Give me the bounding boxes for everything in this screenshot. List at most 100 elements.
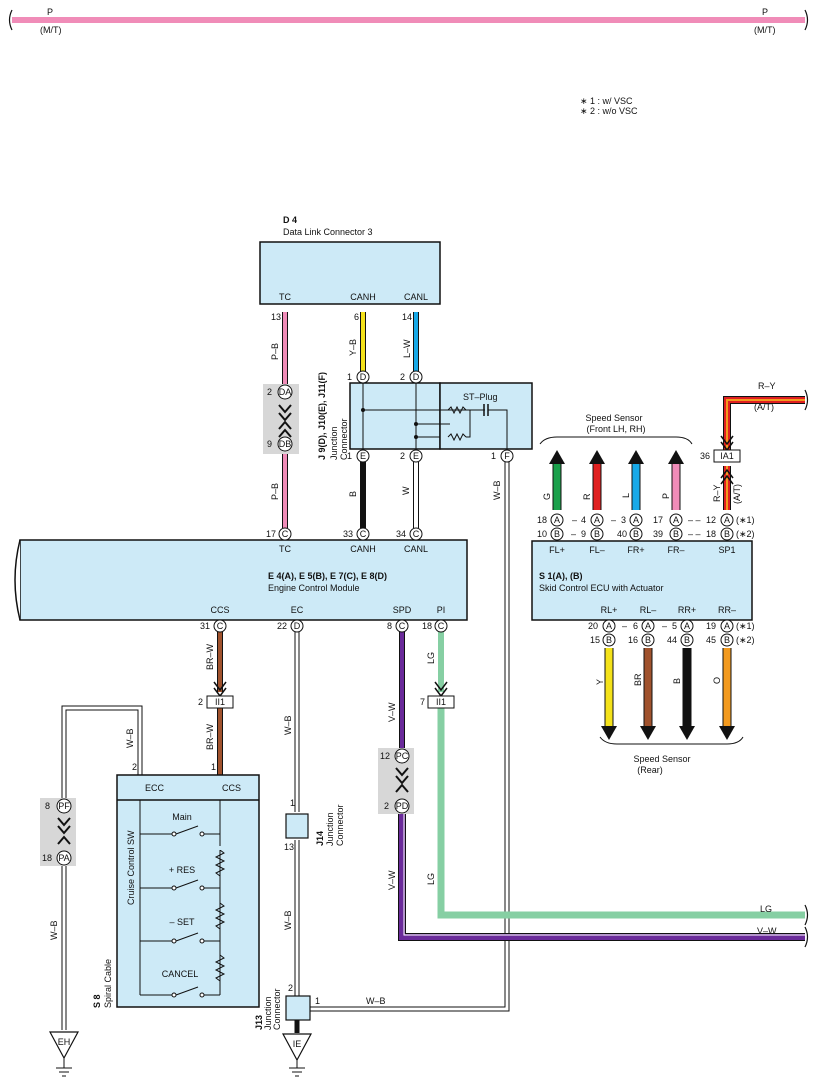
dlc3: D 4 Data Link Connector 3 TC CANH CANL 1… (259, 215, 441, 322)
wl-spd-bot: V–W (387, 870, 397, 890)
j14-id: J14 (315, 831, 325, 846)
rear-wire-br: BR (633, 673, 643, 686)
skid-t2-l3: B (673, 529, 679, 539)
j9-top-d2-num: 2 (400, 372, 405, 382)
skid-id: S 1(A), (B) (539, 571, 583, 581)
j13-name-1: Junction (263, 996, 273, 1030)
ecm-pin-22-letter: D (294, 621, 301, 631)
switch-cancel: CANCEL (140, 969, 220, 998)
wl-f-wb: W–B (492, 480, 502, 500)
wl-canl-top: L–W (402, 339, 412, 358)
switch-res-label: + RES (169, 865, 195, 875)
wl-sp1-at: (A/T) (732, 484, 742, 504)
note-2: ∗ 2 : w/o VSC (580, 106, 638, 116)
skid-b2-n2: 44 (667, 635, 677, 645)
j14-pin-bot: 13 (284, 842, 294, 852)
wl-canl-bot: W (401, 486, 411, 495)
j14-name-1: Junction (325, 812, 335, 846)
wl-spd-top: V–W (387, 702, 397, 722)
junction-j9-name-2: Connector (339, 418, 349, 460)
ecm-pin-34-letter: C (413, 529, 420, 539)
skid-b2-n0: 15 (590, 635, 600, 645)
top-wire-sub-right: (M/T) (754, 25, 776, 35)
j9-bot-e1-num: 1 (347, 451, 352, 461)
j13-pin-top: 2 (288, 983, 293, 993)
skid-b1-l3: A (724, 621, 730, 631)
st-plug-label: ST–Plug (463, 392, 498, 402)
junction-j9-id: J 9(D), J10(E), J11(F) (317, 372, 327, 460)
junction-j9-name-1: Junction (329, 426, 339, 460)
skid-b2-l3: B (724, 635, 730, 645)
skid-t1-l1: A (594, 515, 600, 525)
front-wire-r: R (582, 493, 592, 500)
ia1-num: 36 (700, 451, 710, 461)
wl-ccs-bot: BR–W (205, 723, 215, 750)
skid-sig-rrm: RR– (718, 605, 736, 615)
dlc3-sig-canl: CANL (404, 292, 428, 302)
wl-ecc: W–B (125, 728, 135, 748)
skid-t1-note: (∗1) (736, 515, 755, 525)
wl-pi-top: LG (426, 652, 436, 664)
ecm-pin-34: 34 (396, 529, 406, 539)
ecm-pin-17-letter: C (282, 529, 289, 539)
ecm-pin-33: 33 (343, 529, 353, 539)
skid-t2-n1: 9 (581, 529, 586, 539)
connector-ii1-a: II1 2 (198, 681, 234, 709)
conn-pa-label: PA (58, 853, 69, 863)
conn-pc-label: PC (396, 751, 409, 761)
conn-pc-num: 12 (380, 751, 390, 761)
ecm-pin-31: 31 (200, 621, 210, 631)
speed-front-title: Speed Sensor (585, 413, 642, 423)
skid-b1-dash0: – (622, 621, 627, 631)
skid-sig-sp1: SP1 (718, 545, 735, 555)
ecm-name: Engine Control Module (268, 583, 360, 593)
skid-sig-flm: FL– (589, 545, 605, 555)
conn-db-label: DB (279, 439, 292, 449)
spiral-id: S 8 (92, 994, 102, 1008)
wire-ecc (61, 705, 143, 1030)
skid-b1-l2: A (684, 621, 690, 631)
skid-t2-l2: B (633, 529, 639, 539)
switch-main-label: Main (172, 812, 192, 822)
skid-b1-n1: 6 (633, 621, 638, 631)
skid-t1-n3: 17 (653, 515, 663, 525)
skid-sig-frp: FR+ (627, 545, 644, 555)
wl-top-at: (A/T) (754, 402, 774, 412)
connector-pf-pa: PF 8 PA 18 (40, 798, 76, 866)
switch-res: + RES (140, 865, 220, 891)
skid-t2-n2: 40 (617, 529, 627, 539)
skid-name: Skid Control ECU with Actuator (539, 583, 664, 593)
ground-ie: IE (281, 1033, 313, 1077)
speed-rear-title: Speed Sensor (633, 754, 690, 764)
skid-t1-n1: 4 (581, 515, 586, 525)
wl-canh-bot: B (348, 491, 358, 497)
connector-pc-pd: PC 12 PD 2 (378, 748, 414, 814)
conn-pf-label: PF (58, 801, 70, 811)
skid-b1-note: (∗1) (736, 621, 755, 631)
wire-f-wb (305, 462, 510, 1012)
skid-t2-l1: B (594, 529, 600, 539)
dlc3-sig-tc: TC (279, 292, 291, 302)
skid-b2-l1: B (645, 635, 651, 645)
junction-j14: 1 13 J14 Junction Connector (284, 798, 345, 852)
ecm-pin-8-letter: C (399, 621, 406, 631)
skid-b1-dash1: – (662, 621, 667, 631)
ecm-sig-pi: PI (437, 605, 446, 615)
j9-bot-e1: E (360, 451, 366, 461)
j13-pin-right: 1 (315, 996, 320, 1006)
skid-t2-n4: 18 (706, 529, 716, 539)
conn-pd-num: 2 (384, 801, 389, 811)
j9-bot-f1-num: 1 (491, 451, 496, 461)
ecm-sig-canl: CANL (404, 544, 428, 554)
skid-t1-n2: 3 (621, 515, 626, 525)
connector-ia1: IA1 36 (700, 435, 741, 485)
rear-wire-b: B (672, 678, 682, 684)
skid-sig-frm: FR– (667, 545, 684, 555)
dlc3-sig-canh: CANH (350, 292, 376, 302)
ii1-a-num: 2 (198, 697, 203, 707)
skid-t1-l3: A (673, 515, 679, 525)
junction-j9: J 9(D), J10(E), J11(F) Junction Connecto… (317, 370, 533, 463)
ecm-pin-18-letter: C (438, 621, 445, 631)
dlc3-pin-6: 6 (354, 312, 359, 322)
j9-bot-e2: E (413, 451, 419, 461)
